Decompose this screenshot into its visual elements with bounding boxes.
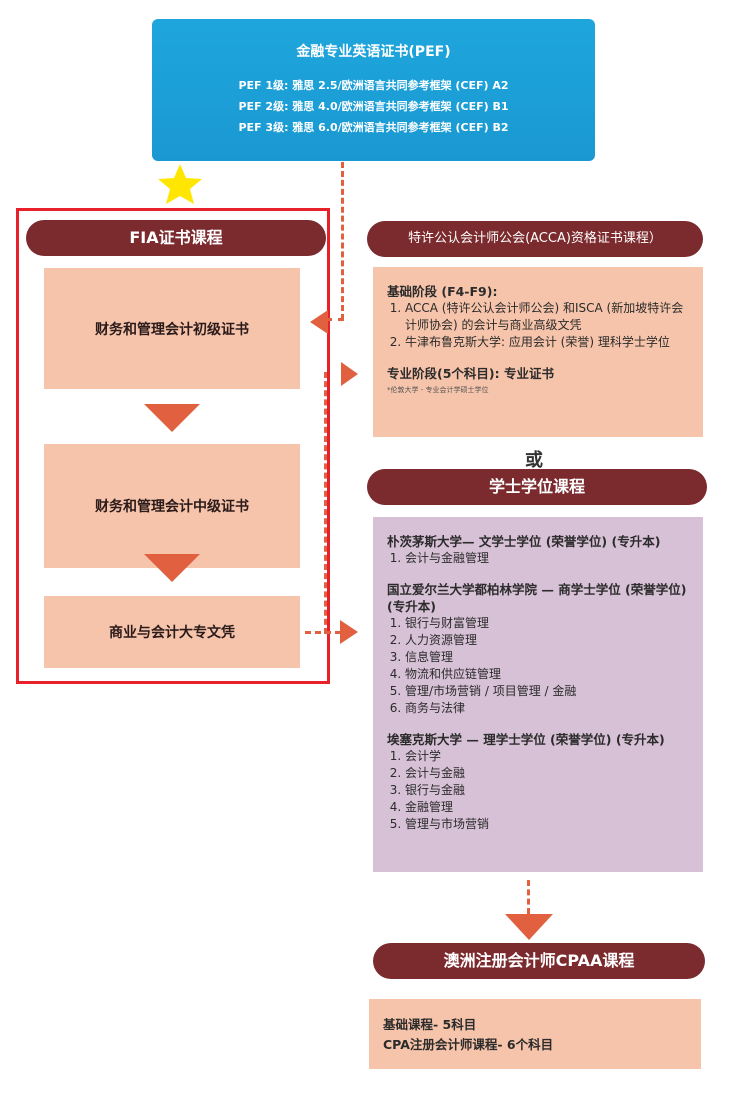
pef-box: 金融专业英语证书(PEF) PEF 1级: 雅思 2.5/欧洲语言共同参考框架 …	[152, 19, 595, 161]
university-heading: 国立爱尔兰大学都柏林学院 — 商学士学位 (荣誉学位)(专升本)	[387, 582, 687, 614]
acca-note: *伦敦大学 - 专业会计学硕士学位	[387, 386, 489, 394]
arrow-down-icon	[505, 914, 553, 940]
university-heading: 朴茨茅斯大学— 文学士学位 (荣誉学位) (专升本)	[387, 534, 661, 549]
pef-level: PEF 1级: 雅思 2.5/欧洲语言共同参考框架 (CEF) A2	[238, 79, 509, 92]
connector	[326, 318, 344, 321]
university-heading: 埃塞克斯大学 — 理学士学位 (荣誉学位) (专升本)	[387, 732, 665, 747]
connector	[527, 880, 530, 914]
cpaa-header: 澳洲注册会计师CPAA课程	[373, 943, 705, 979]
list-item: 银行与财富管理	[405, 615, 689, 632]
list-item: 会计学	[405, 748, 689, 765]
list-item: 会计与金融	[405, 765, 689, 782]
fia-step-2: 财务和管理会计中级证书	[44, 444, 300, 568]
list-item: 物流和供应链管理	[405, 666, 689, 683]
arrow-right-icon	[341, 362, 358, 386]
or-label: 或	[525, 450, 543, 471]
list-item: 信息管理	[405, 649, 689, 666]
list-item: 商务与法律	[405, 700, 689, 717]
list-item: 人力资源管理	[405, 632, 689, 649]
fia-step-3: 商业与会计大专文凭	[44, 596, 300, 668]
list-item: 金融管理	[405, 799, 689, 816]
star-icon	[158, 164, 202, 204]
highlight-frame	[16, 208, 330, 684]
pef-level: PEF 3级: 雅思 6.0/欧洲语言共同参考框架 (CEF) B2	[238, 121, 509, 134]
connector	[341, 162, 344, 320]
connector	[324, 372, 327, 634]
list-item: ACCA (特许公认会计师公会) 和ISCA (新加坡特许会计师协会) 的会计与…	[405, 300, 689, 334]
pef-title: 金融专业英语证书(PEF)	[296, 44, 451, 60]
pef-level: PEF 2级: 雅思 4.0/欧洲语言共同参考框架 (CEF) B1	[238, 100, 509, 113]
arrow-down-icon	[144, 554, 200, 582]
bachelor-box: 朴茨茅斯大学— 文学士学位 (荣誉学位) (专升本) 会计与金融管理 国立爱尔兰…	[373, 517, 703, 872]
list-item: 管理/市场营销 / 项目管理 / 金融	[405, 683, 689, 700]
cpaa-box: 基础课程- 5科目 CPA注册会计师课程- 6个科目	[369, 999, 701, 1069]
cpaa-line: CPA注册会计师课程- 6个科目	[383, 1037, 554, 1052]
fia-header: FIA证书课程	[26, 220, 326, 256]
list-item: 管理与市场营销	[405, 816, 689, 833]
list-item: 银行与金融	[405, 782, 689, 799]
acca-pro-heading: 专业阶段(5个科目): 专业证书	[387, 366, 554, 381]
cpaa-line: 基础课程- 5科目	[383, 1017, 477, 1032]
acca-basic-heading: 基础阶段 (F4-F9):	[387, 284, 498, 299]
bachelor-header: 学士学位课程	[367, 469, 707, 505]
arrow-left-icon	[310, 310, 328, 334]
acca-box: 基础阶段 (F4-F9): ACCA (特许公认会计师公会) 和ISCA (新加…	[373, 267, 703, 437]
fia-step-1: 财务和管理会计初级证书	[44, 268, 300, 389]
arrow-down-icon	[144, 404, 200, 432]
list-item: 牛津布鲁克斯大学: 应用会计 (荣誉) 理科学士学位	[405, 334, 689, 351]
connector	[305, 631, 341, 634]
arrow-right-icon	[340, 620, 358, 644]
list-item: 会计与金融管理	[405, 550, 689, 567]
acca-header: 特许公认会计师公会(ACCA)资格证书课程）	[367, 221, 703, 257]
